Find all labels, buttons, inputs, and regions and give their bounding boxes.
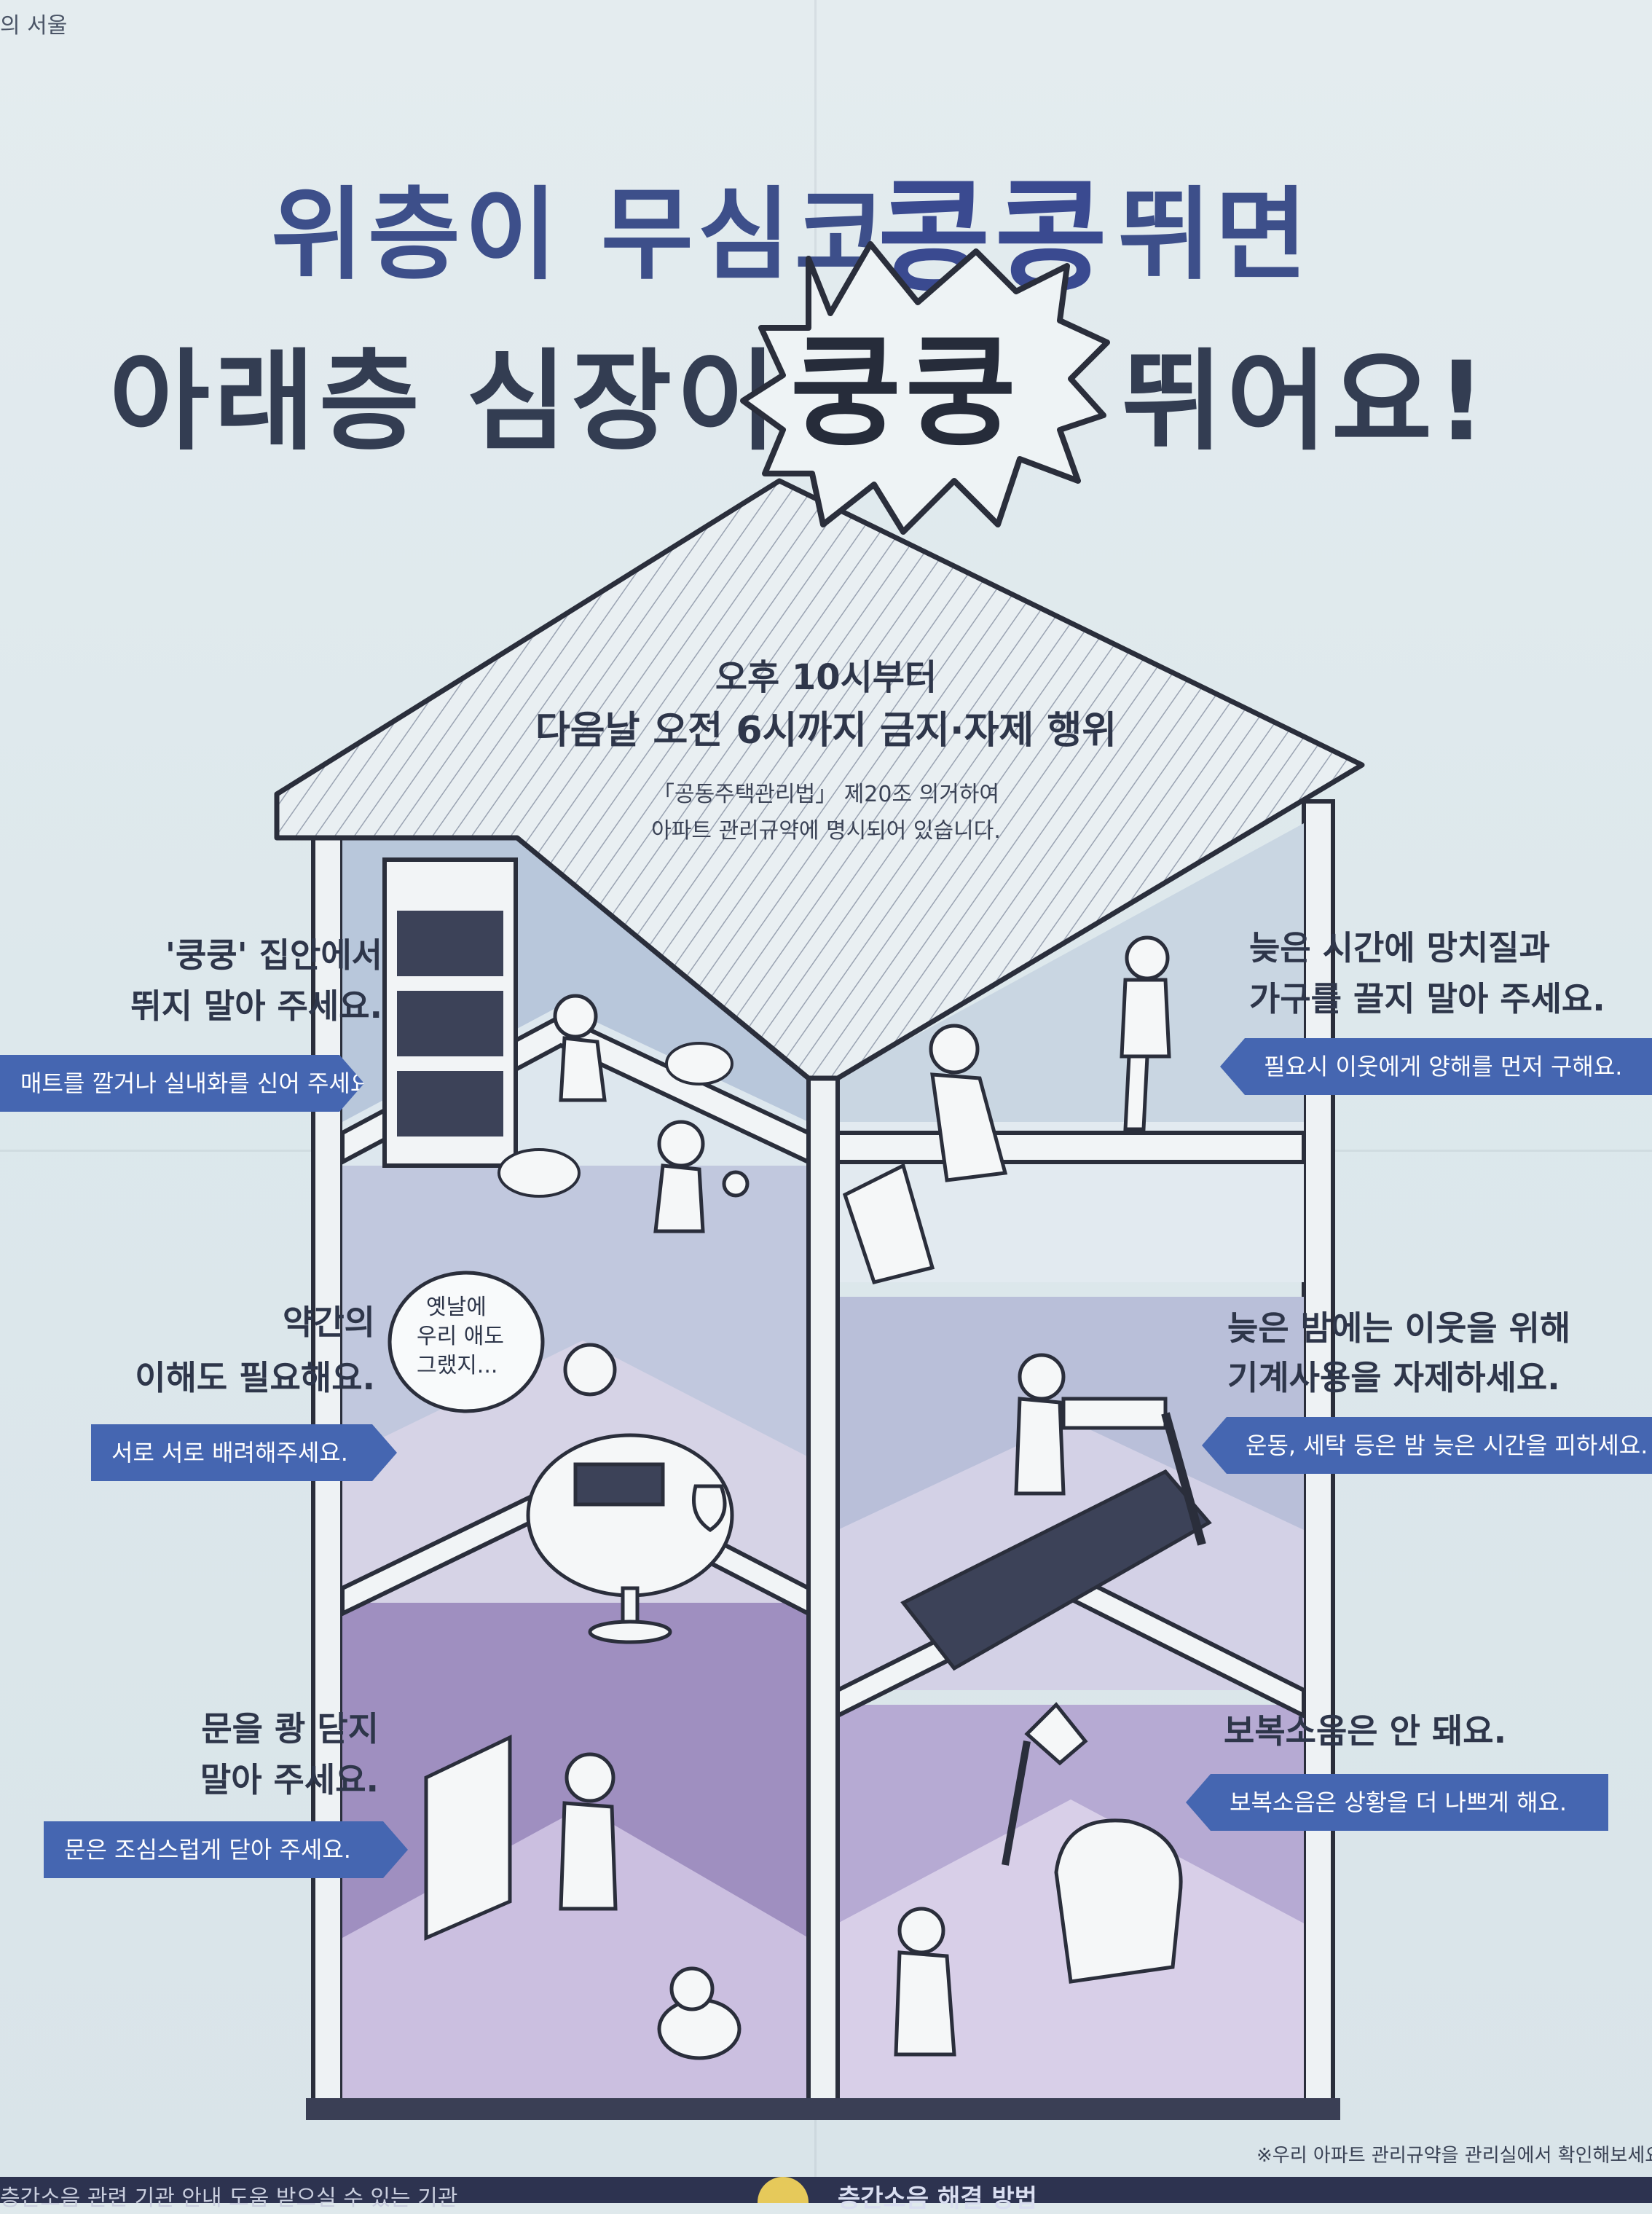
tip-6-tag: 보복소음은 상황을 더 나쁘게 해요. bbox=[1186, 1774, 1608, 1831]
tip-4-title-line1: 늦은 밤에는 이웃을 위해 bbox=[1227, 1308, 1571, 1348]
tip-3-tag: 서로 서로 배려해주세요. bbox=[91, 1424, 397, 1481]
tip-3-title-line1: 약간의 bbox=[283, 1303, 375, 1342]
tip-4-tag: 운동, 세탁 등은 밤 늦은 시간을 피하세요. bbox=[1202, 1417, 1652, 1474]
tip-2-tag: 필요시 이웃에게 양해를 먼저 구해요. bbox=[1220, 1038, 1652, 1095]
tip-1-title-line2: 뛰지 말아 주세요. bbox=[130, 986, 382, 1026]
tip-3-title-line2: 이해도 필요해요. bbox=[135, 1358, 375, 1397]
headline-line2-part2: 뛰어요! bbox=[1122, 339, 1491, 466]
tip-4-title-line2: 기계사용을 자제하세요. bbox=[1227, 1358, 1560, 1397]
headline-line1-part1: 위층이 무심코 bbox=[271, 176, 892, 294]
tip-2-title-line2: 가구를 끌지 말아 주세요. bbox=[1249, 979, 1605, 1018]
tip-5-title-line1: 문을 쾅 닫지 bbox=[201, 1709, 379, 1748]
org-mark: 의 서울 bbox=[0, 13, 68, 39]
curfew-start-time: 오후 10시부터 bbox=[715, 657, 937, 698]
law-reference: 「공동주택관리법」 제20조 의거하여 bbox=[652, 782, 1000, 807]
speech-bubble-line2: 우리 애도 bbox=[417, 1324, 504, 1349]
curfew-end-time: 다음날 오전 6시까지 금지·자제 행위 bbox=[535, 709, 1117, 753]
speech-bubble-line1: 옛날에 bbox=[426, 1295, 487, 1320]
tip-6-title: 보복소음은 안 돼요. bbox=[1224, 1711, 1507, 1751]
speech-bubble-line3: 그랬지... bbox=[417, 1353, 498, 1378]
headline-line2-emphasis: 쿵쿵 bbox=[790, 323, 1020, 463]
tip-1-title-line1: '쿵쿵' 집안에서 bbox=[165, 935, 382, 975]
footnote: ※우리 아파트 관리규약을 관리실에서 확인해보세요. bbox=[1256, 2145, 1652, 2167]
headline-line2-part1: 아래층 심장이 bbox=[109, 339, 782, 466]
tip-5-title-line2: 말아 주세요. bbox=[200, 1760, 379, 1799]
bottom-banner bbox=[0, 2177, 1652, 2203]
tip-2-title-line1: 늦은 시간에 망치질과 bbox=[1249, 928, 1550, 967]
speech-bubble-shape bbox=[388, 1271, 545, 1413]
tip-1-tag: 매트를 깔거나 실내화를 신어 주세요. bbox=[0, 1055, 364, 1112]
law-reference-note: 아파트 관리규약에 명시되어 있습니다. bbox=[651, 818, 1001, 844]
tip-5-tag: 문은 조심스럽게 닫아 주세요. bbox=[44, 1821, 408, 1878]
headline-line1-part2: 뛰면 bbox=[1118, 176, 1312, 294]
